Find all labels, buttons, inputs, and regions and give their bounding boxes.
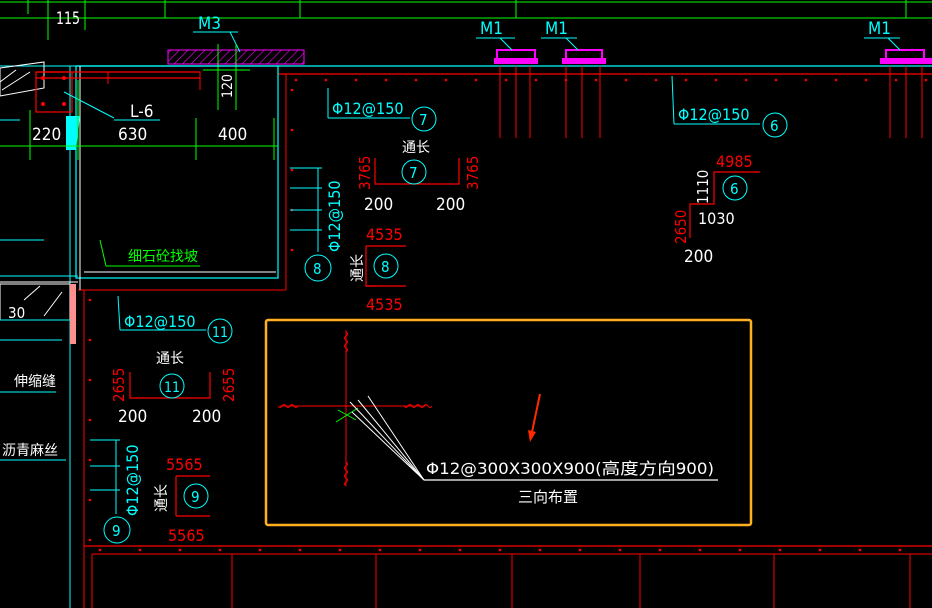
top-grid-lines (0, 0, 932, 40)
rebar-11-group[interactable] (117, 295, 233, 399)
rebar-9-number: 9 (112, 522, 121, 540)
rebar-11-hook-right: 200 (192, 407, 221, 427)
rebar-9-group[interactable] (90, 439, 210, 544)
rebar-7-group[interactable] (327, 88, 460, 185)
rebar-11-spec: Φ12@150 (124, 312, 196, 331)
rebar-7-right-length: 3765 (464, 156, 482, 190)
rebar-7-number: 7 (419, 111, 428, 129)
dim-220: 220 (32, 125, 61, 145)
rebar-6-left-length: 2650 (672, 210, 690, 244)
rebar-6-group[interactable] (671, 75, 788, 238)
dim-120-group: 120 (203, 44, 250, 110)
rebar-8-shape-number: 8 (381, 258, 390, 276)
rebar-6-top-length: 4985 (716, 152, 753, 171)
rebar-11-left-length: 2655 (110, 368, 128, 402)
rebar-6-shape-number: 6 (730, 180, 739, 198)
rebar-7-left-length: 3765 (356, 156, 374, 190)
rebar-6-spec: Φ12@150 (678, 105, 750, 124)
rebar-9-through: 通长 (154, 484, 170, 512)
rebar-11-through: 通长 (156, 351, 184, 367)
door-m1-2[interactable]: M1 (541, 19, 606, 64)
rebar-11-number: 11 (212, 325, 228, 341)
dim-115: 115 (56, 9, 80, 29)
rebar-9-shape-number: 9 (191, 488, 200, 506)
wall-dots (88, 78, 928, 552)
callout-note: 三向布置 (518, 488, 578, 506)
beam-label-l6: L-6 (130, 102, 153, 122)
expansion-joint-label: 伸缩缝 (14, 374, 56, 390)
rebar-7-through: 通长 (402, 140, 430, 156)
rebar-11-hook-left: 200 (118, 407, 147, 427)
dim-630: 630 (118, 125, 147, 145)
door-m1-label: M1 (480, 19, 503, 39)
rebar-8-bottom-length: 4535 (366, 295, 403, 314)
left-section (0, 61, 279, 608)
rebar-6-bottom: 200 (684, 247, 713, 267)
rebar-8-number: 8 (313, 260, 322, 278)
door-m1-3[interactable]: M1 (864, 19, 932, 64)
rebar-8-group[interactable] (290, 167, 406, 287)
callout-spec: Φ12@300X300X900(高度方向900) (426, 459, 714, 478)
rebar-9-bottom-length: 5565 (168, 526, 205, 545)
rebar-6-mid: 1030 (698, 209, 735, 228)
door-m3-label: M3 (198, 14, 221, 34)
rebar-6-vertical: 1110 (694, 170, 712, 204)
rebar-6-number: 6 (770, 117, 779, 135)
floor-slope-note: 细石砼找坡 (128, 249, 198, 265)
door-ties (499, 66, 923, 138)
rebar-8-top-length: 4535 (366, 225, 403, 244)
asphalt-note: 沥青麻丝 (2, 443, 58, 459)
rebar-7-hook-right: 200 (436, 195, 465, 215)
door-m1-label: M1 (545, 19, 568, 39)
rebar-7-shape-number: 7 (409, 164, 418, 182)
door-m1-1[interactable]: M1 (476, 19, 538, 64)
dim-120: 120 (220, 74, 236, 98)
rebar-9-spec: Φ12@150 (123, 444, 142, 516)
rebar-8-through: 通长 (350, 254, 366, 282)
rebar-8-spec: Φ12@150 (325, 180, 344, 252)
dim-400: 400 (218, 125, 247, 145)
dim-30: 30 (8, 304, 25, 322)
rebar-7-spec: Φ12@150 (332, 99, 404, 118)
rebar-11-shape-number: 11 (164, 380, 180, 396)
rebar-9-top-length: 5565 (166, 455, 203, 474)
bottom-ties (231, 554, 911, 608)
highlight-callout-box[interactable] (264, 318, 753, 527)
rebar-7-hook-left: 200 (364, 195, 393, 215)
rebar-11-right-length: 2655 (220, 368, 238, 402)
door-m1-label: M1 (868, 19, 891, 39)
